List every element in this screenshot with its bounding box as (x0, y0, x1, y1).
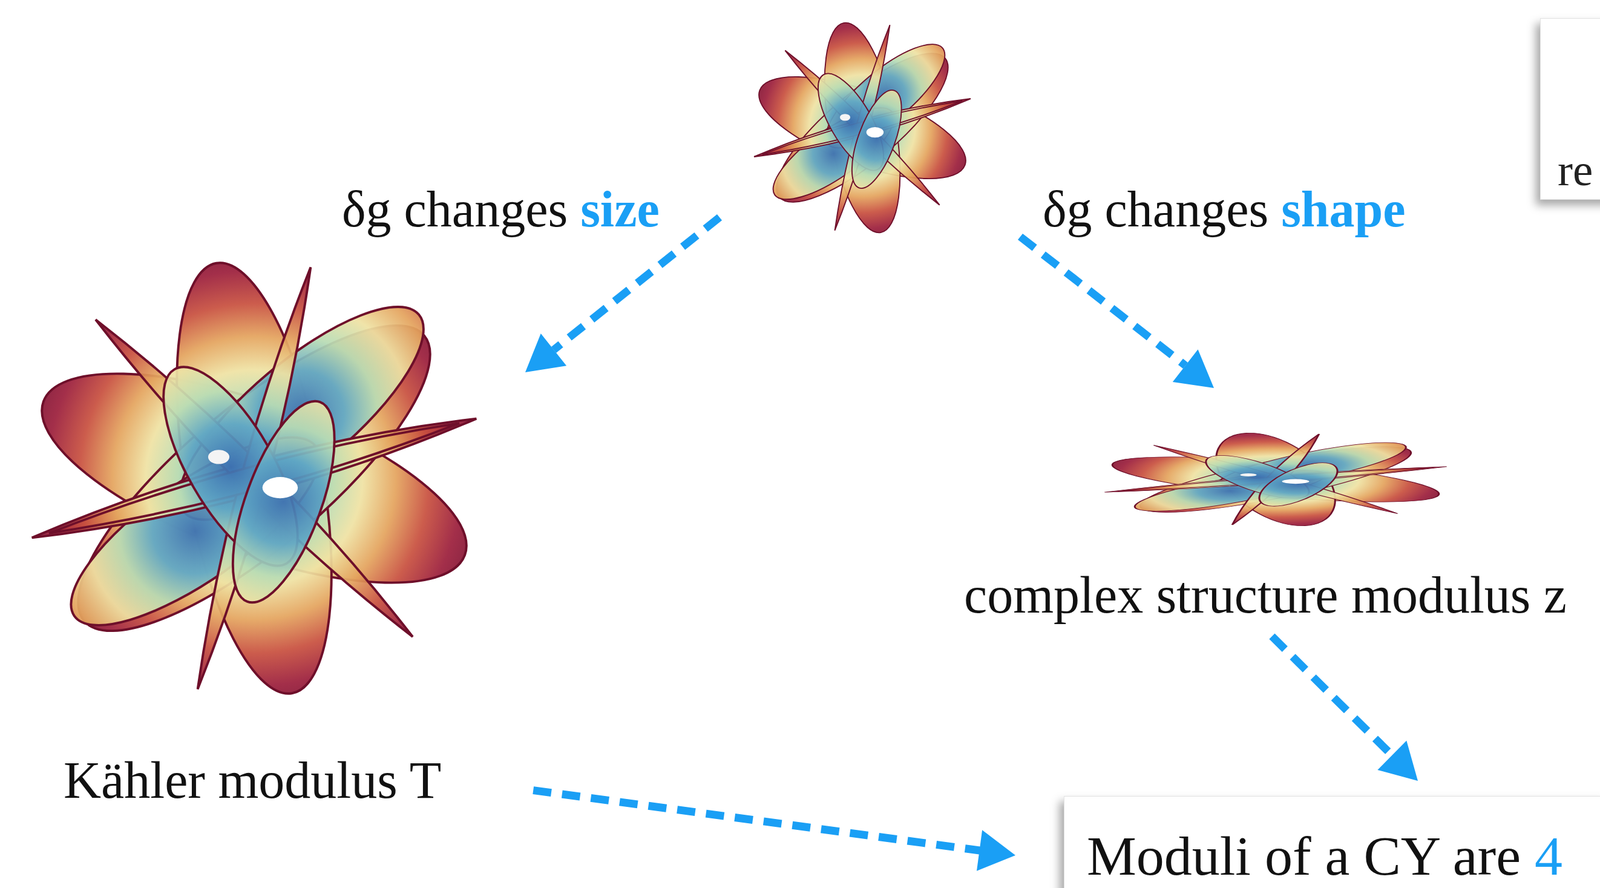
complex-structure-caption: complex structure modulus z (963, 563, 1568, 628)
arrow-head (976, 829, 1016, 871)
connector-shaft (1272, 636, 1394, 757)
node-text: re (1557, 144, 1593, 195)
node-text: Kähler modulus T (63, 750, 442, 810)
partial-note-box: re (1540, 18, 1600, 200)
node-text: complex structure modulus z (963, 565, 1567, 624)
node-text: Moduli of a CY are (1086, 824, 1521, 887)
arrow-head (525, 333, 567, 373)
arrow-label: δg changes (341, 179, 568, 241)
calabi-yau-squashed (1093, 430, 1458, 528)
arrow-head (1377, 740, 1418, 781)
highlight-word: size (580, 179, 660, 241)
summary-box: Moduli of a CY are4 (1063, 795, 1600, 888)
connector-shaft (533, 790, 982, 851)
arrow-shaft (1020, 236, 1186, 366)
highlight-word: shape (1281, 179, 1406, 241)
arrow-head (1172, 349, 1214, 388)
arrow-label: δg changes (1042, 179, 1269, 241)
dashed-arrow (1020, 236, 1214, 388)
dashed-connector (1272, 636, 1418, 781)
dashed-connector (533, 790, 1016, 871)
dashed-arrow (525, 217, 720, 373)
calabi-yau-large (17, 251, 491, 705)
kahler-caption: Kähler modulus T (63, 749, 443, 813)
node-text: 4 (1534, 824, 1563, 887)
calabi-yau-original (747, 16, 978, 238)
